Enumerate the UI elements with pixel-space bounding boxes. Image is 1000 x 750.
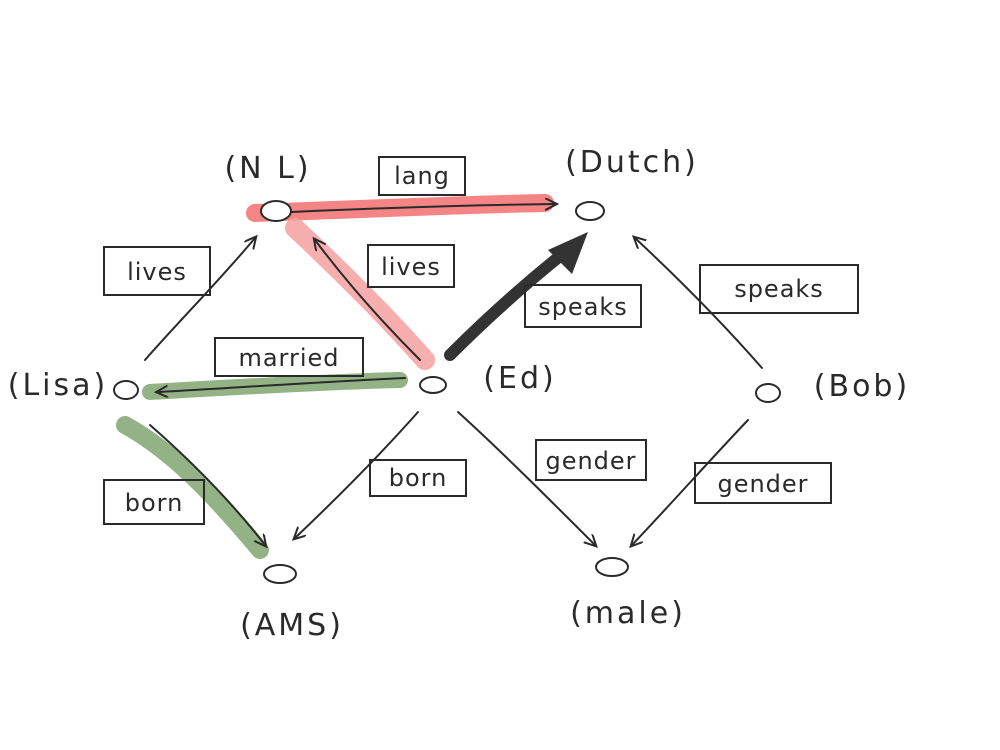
gender-bob-arrow bbox=[632, 419, 749, 545]
node-male: (male) bbox=[570, 557, 686, 631]
edge-label-born-ed: born bbox=[369, 459, 467, 497]
svg-text:speaks: speaks bbox=[734, 275, 824, 303]
edge-label-speaks-ed: speaks bbox=[524, 284, 642, 328]
edge-label-lives-lisa: lives bbox=[103, 246, 211, 296]
svg-text:lives: lives bbox=[381, 253, 441, 281]
edge-label-gender-bob: gender bbox=[694, 462, 832, 504]
node-bob: (Bob) bbox=[755, 369, 910, 404]
svg-text:(Ed): (Ed) bbox=[483, 361, 556, 396]
lives-lisa-nl-arrow bbox=[144, 238, 255, 361]
lives-ed-nl-highlight bbox=[285, 218, 435, 370]
svg-text:(Dutch): (Dutch) bbox=[565, 145, 699, 180]
edge-label-lives-ed: lives bbox=[367, 244, 455, 288]
svg-text:lang: lang bbox=[394, 162, 450, 190]
node-dutch: (Dutch) bbox=[565, 145, 699, 221]
edge-layer bbox=[144, 204, 763, 545]
edge-label-born-lisa: born bbox=[103, 479, 205, 525]
edge-label-speaks-bob: speaks bbox=[699, 264, 859, 314]
node-ams: (AMS) bbox=[240, 564, 344, 643]
gender-ed-arrow bbox=[457, 411, 595, 545]
svg-text:married: married bbox=[238, 344, 339, 372]
svg-text:(N L): (N L) bbox=[224, 151, 311, 186]
edge-label-layer: lang lives lives speaks speaks married b… bbox=[103, 156, 859, 525]
born-ed-arrow bbox=[295, 411, 419, 538]
edge-label-lang: lang bbox=[378, 156, 466, 196]
svg-text:gender: gender bbox=[545, 447, 636, 475]
svg-text:speaks: speaks bbox=[538, 293, 628, 321]
svg-text:(male): (male) bbox=[570, 596, 686, 631]
svg-text:lives: lives bbox=[127, 258, 187, 286]
speaks-ed-highlight-arrowhead bbox=[548, 232, 588, 274]
node-ed: (Ed) bbox=[419, 361, 556, 396]
born-lisa-arrow bbox=[149, 424, 265, 545]
node-layer: (N L) (Dutch) (Lisa) (Ed) (Bob) (AMS) (m… bbox=[8, 145, 910, 643]
speaks-bob-arrow bbox=[635, 238, 763, 369]
svg-text:born: born bbox=[389, 464, 448, 492]
edge-label-gender-ed: gender bbox=[535, 439, 647, 481]
lang-arrow bbox=[291, 204, 555, 213]
svg-text:(Bob): (Bob) bbox=[814, 369, 910, 404]
born-lisa-highlight bbox=[116, 416, 269, 559]
svg-text:(AMS): (AMS) bbox=[240, 608, 344, 643]
svg-text:born: born bbox=[125, 489, 184, 517]
married-arrow bbox=[158, 377, 406, 392]
lives-ed-nl-arrow bbox=[315, 240, 421, 361]
svg-text:gender: gender bbox=[717, 470, 808, 498]
node-lisa: (Lisa) bbox=[8, 368, 139, 403]
speaks-ed-highlight bbox=[444, 246, 571, 361]
svg-text:(Lisa): (Lisa) bbox=[8, 368, 108, 403]
edge-label-married: married bbox=[214, 337, 364, 377]
node-nl: (N L) bbox=[224, 151, 311, 222]
